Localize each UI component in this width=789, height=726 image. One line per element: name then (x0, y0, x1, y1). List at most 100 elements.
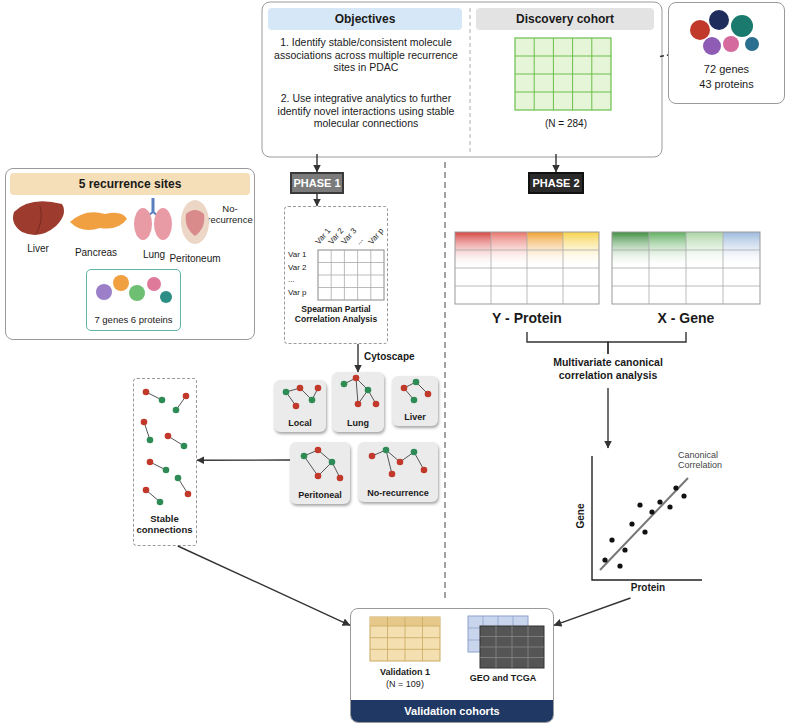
scatter-plot (667, 504, 672, 509)
connector (316, 154, 317, 172)
node-label: Objectives (268, 8, 462, 30)
connector (608, 332, 686, 354)
node-label: Lung (332, 418, 384, 429)
scatter-plot (642, 529, 647, 534)
protein-table (527, 232, 563, 268)
scatter-plot (637, 502, 642, 507)
node-label: 5 recurrence sites (10, 173, 250, 195)
node-text: Var p (288, 288, 307, 298)
node-text: Lung (137, 249, 171, 261)
connector (607, 388, 608, 448)
matrix-box: Var 1Var 2Var 3...Var pVar 1Var 2...Var … (284, 206, 388, 344)
gene-table (723, 232, 760, 268)
node-text: (N = 284) (472, 118, 660, 130)
node-label: No-recurrence (358, 488, 438, 499)
cohort-grid (515, 38, 611, 110)
phase-label: PHASE 2 (528, 172, 584, 194)
protein-table (455, 232, 599, 304)
node-label: Liver (392, 412, 438, 423)
node-label: PHASE 2 (530, 174, 582, 192)
node-label: PHASE 1 (292, 174, 342, 192)
sites-box: 5 recurrence sitesLiver Pancreas LungPerit… (5, 168, 255, 340)
scatter-plot (649, 509, 654, 514)
node-label: Multivariate canonical correlation analy… (526, 356, 690, 381)
node-label: Validation cohorts (351, 700, 553, 722)
node-text: No-recurrence (207, 203, 253, 226)
node-label: 7 genes 6 proteins (87, 314, 180, 325)
cohort-item: GEO and TCGA (457, 613, 549, 695)
phase-divider (444, 162, 445, 600)
connector (554, 598, 631, 625)
node-text: Var 1 (288, 250, 307, 260)
node-label: Validation 1 (363, 667, 447, 678)
gene-table (612, 232, 760, 304)
connector (660, 55, 668, 57)
protein-table (455, 232, 599, 304)
network-box: No-recurrence (358, 442, 438, 502)
node-label: X - Gene (612, 310, 760, 327)
cohort-grid (515, 38, 611, 110)
scatter-plot (673, 485, 678, 490)
scatter-plot (622, 547, 627, 552)
node-text: Var p (366, 226, 385, 246)
node-text: Spearman Partial Correlation Analysis (289, 305, 383, 325)
gene-table (612, 232, 649, 268)
node-text: 2. Use integrative analytics to further … (274, 92, 458, 130)
protein-table (563, 232, 599, 268)
scatter-box: Canonical CorrelationGeneProtein (578, 448, 728, 598)
cohort-item: Validation 1(N = 109) (363, 613, 447, 695)
validation-box: Validation cohorts Validation 1(N = 109) G… (350, 608, 554, 723)
scatter-plot (657, 499, 662, 504)
node-text: Protein (608, 582, 688, 594)
node-label: Stable connections (134, 513, 195, 536)
protein-table (455, 232, 599, 304)
scatter-plot (602, 557, 607, 562)
data-table: Y - Protein (455, 232, 599, 332)
node-text: ... (288, 275, 295, 285)
gene-table (649, 232, 686, 268)
gene-table (686, 232, 723, 268)
connector (555, 154, 556, 172)
gene-table (612, 232, 760, 304)
connector (357, 344, 358, 372)
network-box: Peritoneal (290, 442, 350, 504)
panel-divider (470, 8, 471, 152)
node-text: (N = 109) (363, 679, 447, 690)
gene-table (612, 232, 760, 304)
node-text: Pancreas (68, 247, 124, 259)
scatter-plot (602, 485, 686, 568)
scatter-plot (600, 478, 688, 570)
node-label: GEO and TCGA (457, 673, 549, 684)
node-label: Peritoneal (290, 490, 350, 501)
node-text: 1. Identify stable/consistent molecule a… (274, 36, 458, 74)
connector (316, 194, 317, 206)
node-label: Local (274, 418, 326, 429)
count-box: 72 genes 43 proteins (668, 2, 785, 104)
scatter-plot (617, 563, 622, 568)
connector (178, 546, 350, 625)
molecule-box: 7 genes 6 proteins (86, 269, 181, 331)
node-text: Gene (575, 501, 587, 531)
node-text: Liver (18, 243, 58, 255)
scatter-plot (629, 521, 634, 526)
method-label: Multivariate canonical correlation analy… (526, 354, 690, 388)
node-text: 43 proteins (669, 78, 784, 91)
cohort-grid (515, 38, 611, 110)
network-box: Local (274, 380, 326, 432)
node-label: 72 genes (669, 63, 784, 76)
node-text: Peritoneum (165, 253, 225, 265)
objectives-panel: Objectives 1. Identify stable/consistent … (264, 4, 468, 154)
node-text: ... (353, 235, 365, 246)
scatter-plot (592, 456, 702, 580)
network-box: Liver (392, 376, 438, 426)
node-label: Canonical Correlation (678, 450, 728, 471)
scatter-plot (592, 456, 702, 580)
stable-box: Stable connections (133, 378, 197, 546)
top-frame (262, 2, 662, 157)
connector (197, 459, 290, 461)
phase-label: PHASE 1 (290, 172, 344, 194)
node-text: Var 2 (288, 263, 307, 273)
protein-table (455, 232, 491, 268)
data-table: X - Gene (612, 232, 760, 332)
